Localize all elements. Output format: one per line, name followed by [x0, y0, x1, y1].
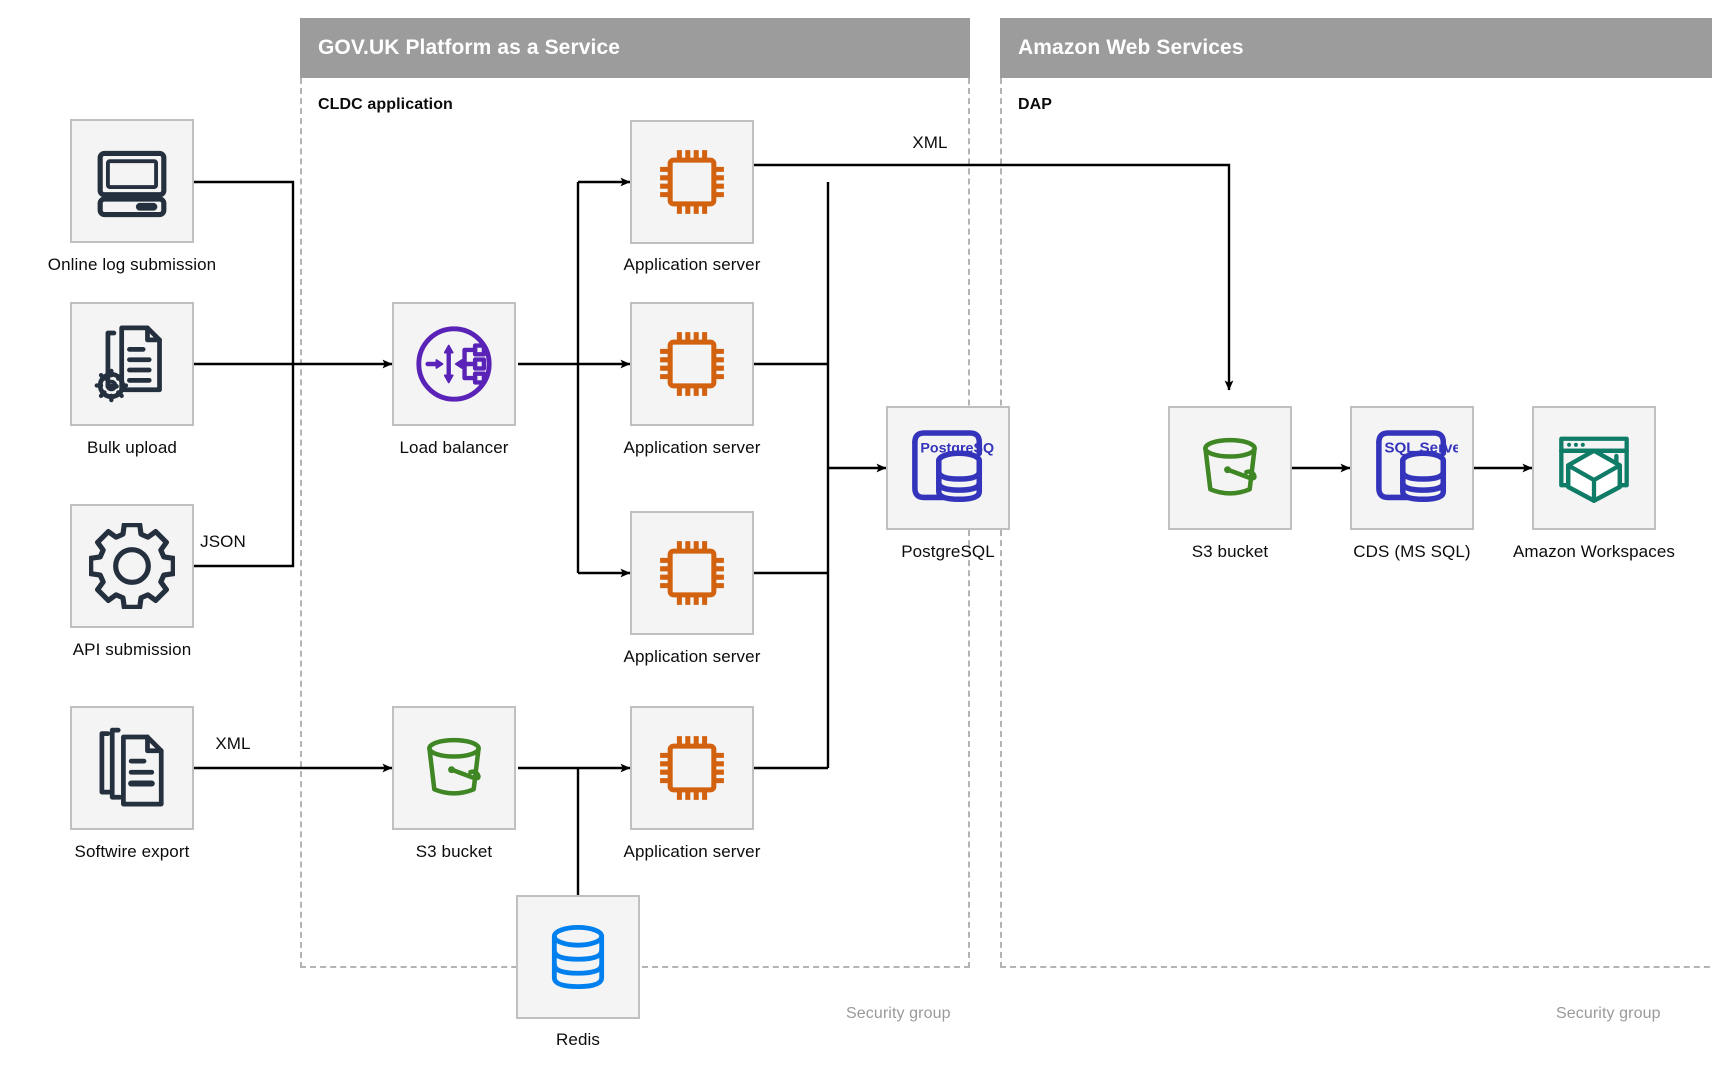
database-cylinder-icon [541, 920, 615, 994]
zone-title-paas: GOV.UK Platform as a Service [318, 36, 620, 59]
node-label-postgresql: PostgreSQL [901, 542, 995, 561]
node-box-app-server-2 [630, 302, 754, 426]
node-box-api-submission [70, 504, 194, 628]
node-box-online-log-submission [70, 119, 194, 243]
cpu-chip-icon [650, 531, 734, 615]
zone-sublabel-cldc: CLDC application [318, 96, 453, 113]
edge-label-xml-softwire: XML [215, 734, 251, 753]
cpu-chip-icon [650, 726, 734, 810]
gear-icon [89, 523, 175, 609]
node-box-postgresql: PostgreSQL [886, 406, 1010, 530]
node-label-load-balancer: Load balancer [399, 438, 509, 457]
node-box-s3-bucket-aws [1168, 406, 1292, 530]
cpu-chip-icon [650, 140, 734, 224]
node-label-redis: Redis [556, 1030, 600, 1049]
load-balancer-icon [410, 320, 498, 408]
security-group-label-paas: Security group [846, 1005, 951, 1022]
workspaces-cube-icon [1551, 425, 1637, 511]
edge-label-xml-dap: XML [912, 133, 948, 152]
node-box-cds-ms-sql: SQL Server [1350, 406, 1474, 530]
node-box-amazon-workspaces [1532, 406, 1656, 530]
node-box-load-balancer [392, 302, 516, 426]
node-label-amazon-workspaces: Amazon Workspaces [1512, 542, 1675, 561]
node-box-app-server-4 [630, 706, 754, 830]
node-label-online-log-submission: Online log submission [47, 255, 217, 274]
node-label-s3-bucket-paas: S3 bucket [415, 842, 493, 861]
zone-header-aws: Amazon Web Services [1000, 18, 1712, 78]
s3-bucket-icon [413, 727, 495, 809]
edge-label-json: JSON [200, 532, 246, 551]
node-label-app-server-1: Application server [623, 255, 761, 274]
node-label-softwire-export: Softwire export [74, 842, 190, 861]
security-group-label-aws: Security group [1556, 1005, 1661, 1022]
svg-text:PostgreSQL: PostgreSQL [920, 440, 994, 456]
svg-text:SQL Server: SQL Server [1384, 439, 1458, 456]
s3-bucket-icon [1189, 427, 1271, 509]
node-box-bulk-upload [70, 302, 194, 426]
node-box-app-server-1 [630, 120, 754, 244]
node-box-s3-bucket-paas [392, 706, 516, 830]
documents-gear-icon [89, 321, 175, 407]
node-label-app-server-3: Application server [623, 647, 761, 666]
node-label-api-submission: API submission [72, 640, 192, 659]
postgresql-icon: PostgreSQL [902, 422, 994, 514]
node-label-s3-bucket-aws: S3 bucket [1191, 542, 1269, 561]
sql-server-icon: SQL Server [1366, 422, 1458, 514]
node-box-softwire-export [70, 706, 194, 830]
node-box-app-server-3 [630, 511, 754, 635]
node-label-app-server-4: Application server [623, 842, 761, 861]
zone-header-paas: GOV.UK Platform as a Service [300, 18, 970, 78]
zone-sublabel-dap: DAP [1018, 96, 1053, 113]
cpu-chip-icon [650, 322, 734, 406]
node-label-cds-ms-sql: CDS (MS SQL) [1353, 542, 1471, 561]
node-label-app-server-2: Application server [623, 438, 761, 457]
node-box-redis [516, 895, 640, 1019]
desktop-computer-icon [89, 138, 175, 224]
document-stack-icon [89, 725, 175, 811]
zone-title-aws: Amazon Web Services [1018, 36, 1244, 59]
node-label-bulk-upload: Bulk upload [87, 438, 177, 457]
